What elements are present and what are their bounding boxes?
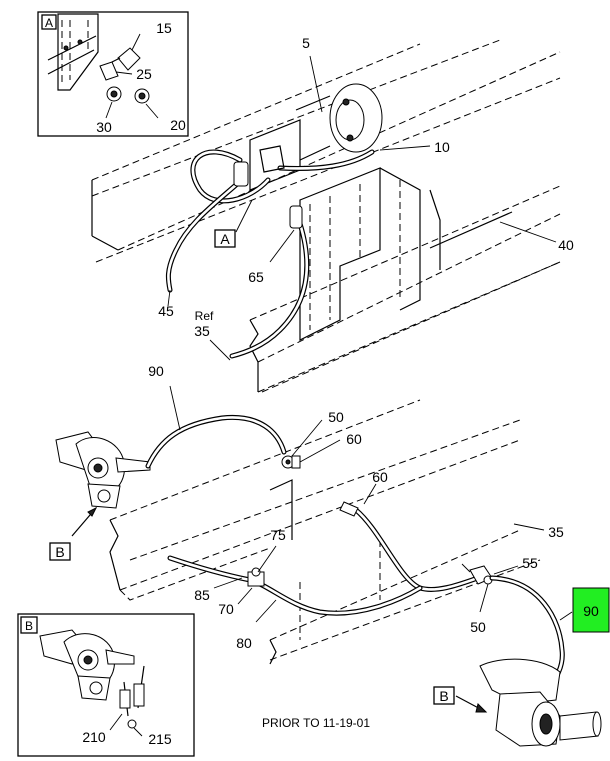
callout-5: 5: [302, 35, 310, 51]
detail-a-tag: A: [45, 16, 53, 30]
detail-b-inset: B 210 215: [17, 613, 195, 757]
callout-60-mid: 60: [372, 469, 388, 485]
callout-40: 40: [558, 237, 574, 253]
callout-30: 30: [96, 119, 112, 135]
view-b-left-tag: B: [55, 544, 64, 560]
callout-80: 80: [236, 635, 252, 651]
callout-65: 65: [248, 269, 264, 285]
view-a-tag: A: [220, 231, 230, 247]
footer-note: PRIOR TO 11-19-01: [262, 716, 370, 730]
top-frame-assembly: A 5 10 40 45 65 Ref 35: [91, 35, 574, 393]
callout-35: 35: [548, 524, 564, 540]
callout-215: 215: [148, 731, 172, 747]
detail-a-inset: A 15 25 30 20: [37, 11, 189, 137]
callout-75: 75: [270, 527, 286, 543]
callout-20: 20: [170, 117, 186, 133]
callout-210: 210: [82, 729, 106, 745]
callout-90-top: 90: [148, 363, 164, 379]
callout-35-ref: 35: [194, 323, 210, 339]
callout-15: 15: [156, 20, 172, 36]
callout-25: 25: [136, 66, 152, 82]
callout-90-highlight: 90: [583, 603, 599, 619]
callout-50-right: 50: [470, 619, 486, 635]
callout-85: 85: [194, 587, 210, 603]
view-b-right-tag: B: [439, 688, 448, 704]
middle-frame-assembly: B B 90 50 60 60 35 75 85 70 80 55 50 90: [49, 363, 610, 747]
callout-60-top: 60: [346, 431, 362, 447]
callout-10: 10: [434, 139, 450, 155]
callout-50-top: 50: [328, 409, 344, 425]
callout-55: 55: [522, 555, 538, 571]
callout-70: 70: [218, 601, 234, 617]
detail-b-tag: B: [25, 619, 33, 633]
callout-ref: Ref: [195, 309, 214, 323]
callout-45: 45: [158, 303, 174, 319]
